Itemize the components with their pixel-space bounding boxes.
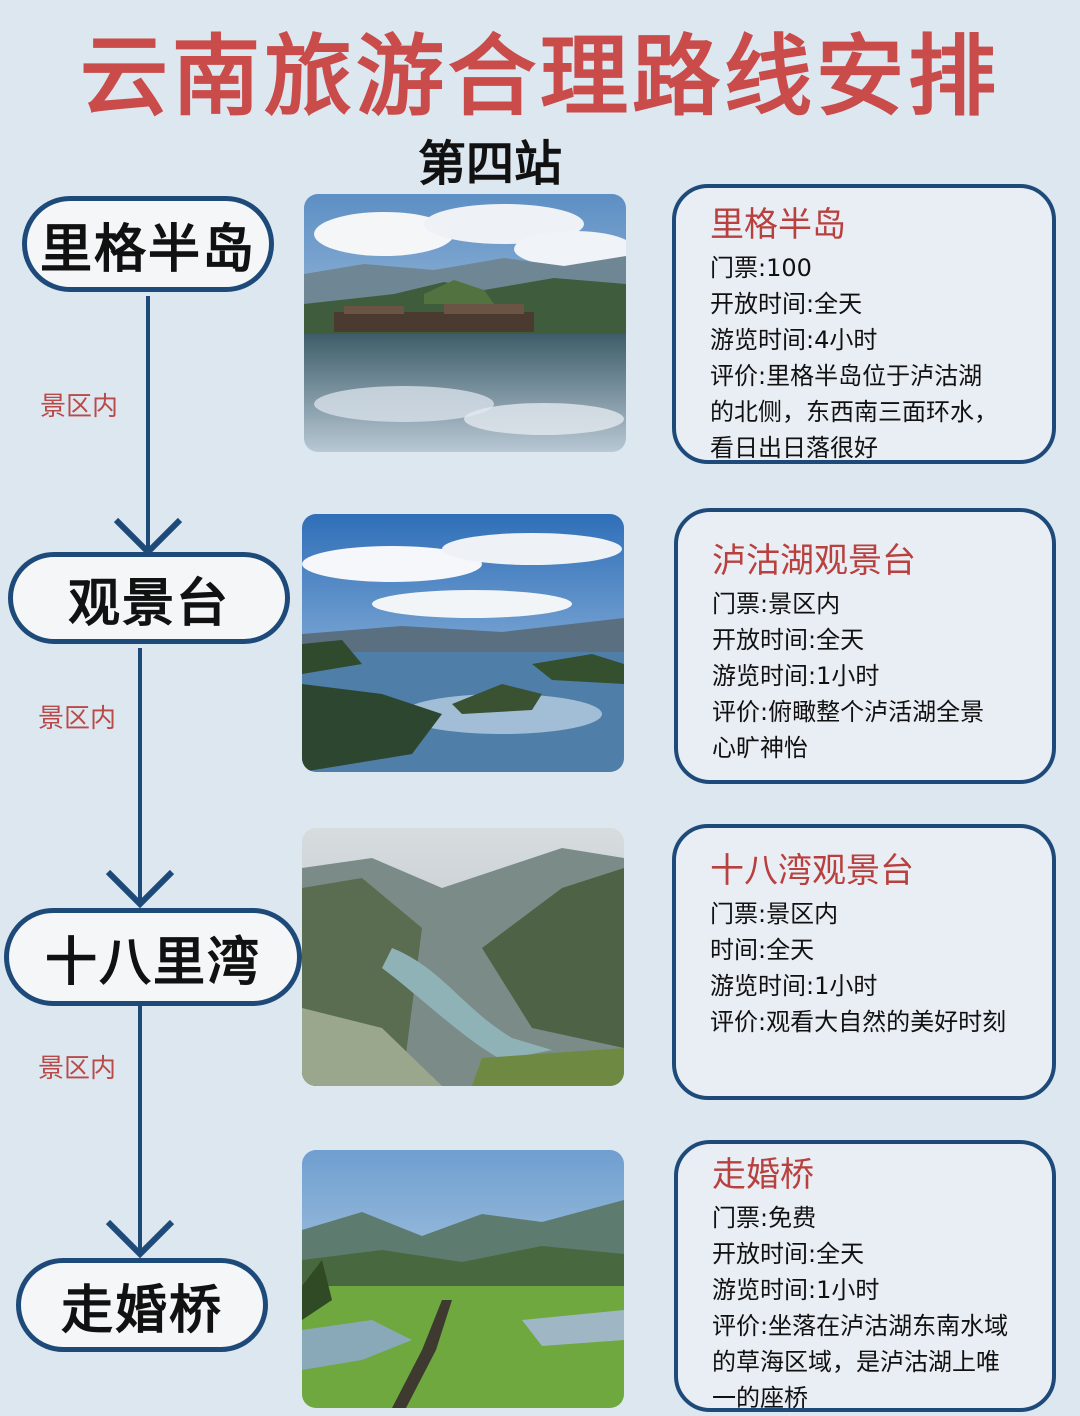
card-review-cont: 的北侧，东西南三面环水， — [710, 398, 998, 426]
photo-viewing-deck — [302, 514, 624, 772]
card-review-cont: 一的座桥 — [712, 1384, 808, 1412]
card-review: 评价:坐落在泸沽湖东南水域 — [712, 1312, 1009, 1340]
card-hours: 开放时间:全天 — [712, 1240, 865, 1268]
photo-liga-peninsula — [304, 194, 626, 452]
page-subtitle: 第四站 — [417, 136, 562, 192]
route-label-2: 景区内 — [38, 704, 117, 734]
card-title: 泸沽湖观景台 — [712, 541, 916, 581]
card-title: 里格半岛 — [710, 205, 846, 245]
page-title: 云南旅游合理路线安排 — [79, 25, 1000, 128]
card-hours: 开放时间:全天 — [712, 626, 865, 654]
card-hours: 开放时间:全天 — [710, 290, 863, 318]
stop-pill-eighteen-bends: 十八里湾 — [4, 908, 302, 1006]
stop-pill-walking-marriage-bridge: 走婚桥 — [16, 1258, 268, 1352]
card-review-cont: 看日出日落很好 — [710, 434, 878, 462]
stop-pill-liga-peninsula: 里格半岛 — [22, 196, 274, 292]
info-card-liga-peninsula: 里格半岛 门票:100 开放时间:全天 游览时间:4小时 评价:里格半岛位于泸沽… — [672, 184, 1056, 464]
info-card-walking-marriage-bridge: 走婚桥 门票:免费 开放时间:全天 游览时间:1小时 评价:坐落在泸沽湖东南水域… — [674, 1140, 1056, 1412]
photo-walking-marriage-bridge — [302, 1150, 624, 1408]
card-duration: 游览时间:1小时 — [712, 662, 880, 690]
card-review: 评价:俯瞰整个泸活湖全景 — [712, 698, 985, 726]
route-arrowhead-3 — [105, 1219, 175, 1259]
route-arrowhead-1 — [113, 517, 183, 557]
route-arrowhead-2 — [105, 869, 175, 909]
stop-pill-label: 观景台 — [67, 573, 230, 634]
card-hours: 时间:全天 — [710, 936, 815, 964]
card-review: 评价:里格半岛位于泸沽湖 — [710, 362, 983, 390]
info-card-eighteen-bends: 十八湾观景台 门票:景区内 时间:全天 游览时间:1小时 评价:观看大自然的美好… — [672, 824, 1056, 1100]
card-ticket: 门票:景区内 — [710, 900, 839, 928]
stop-pill-viewing-deck: 观景台 — [8, 552, 290, 644]
route-label-1: 景区内 — [40, 392, 119, 422]
card-ticket: 门票:100 — [710, 254, 812, 282]
stop-pill-label: 走婚桥 — [60, 1280, 223, 1341]
stop-pill-label: 里格半岛 — [39, 219, 256, 280]
card-ticket: 门票:景区内 — [712, 590, 841, 618]
route-label-3: 景区内 — [38, 1054, 117, 1084]
card-title: 走婚桥 — [712, 1155, 814, 1195]
card-title: 十八湾观景台 — [710, 851, 914, 891]
info-card-viewing-deck: 泸沽湖观景台 门票:景区内 开放时间:全天 游览时间:1小时 评价:俯瞰整个泸活… — [674, 508, 1056, 784]
card-review-cont: 心旷神怡 — [712, 734, 808, 762]
card-duration: 游览时间:1小时 — [712, 1276, 880, 1304]
card-review: 评价:观看大自然的美好时刻 — [710, 1008, 1007, 1036]
card-review-cont: 的草海区域，是泸沽湖上唯 — [712, 1348, 1000, 1376]
stop-pill-label: 十八里湾 — [44, 932, 261, 993]
card-ticket: 门票:免费 — [712, 1204, 817, 1232]
card-duration: 游览时间:1小时 — [710, 972, 878, 1000]
card-duration: 游览时间:4小时 — [710, 326, 878, 354]
photo-eighteen-bends — [302, 828, 624, 1086]
